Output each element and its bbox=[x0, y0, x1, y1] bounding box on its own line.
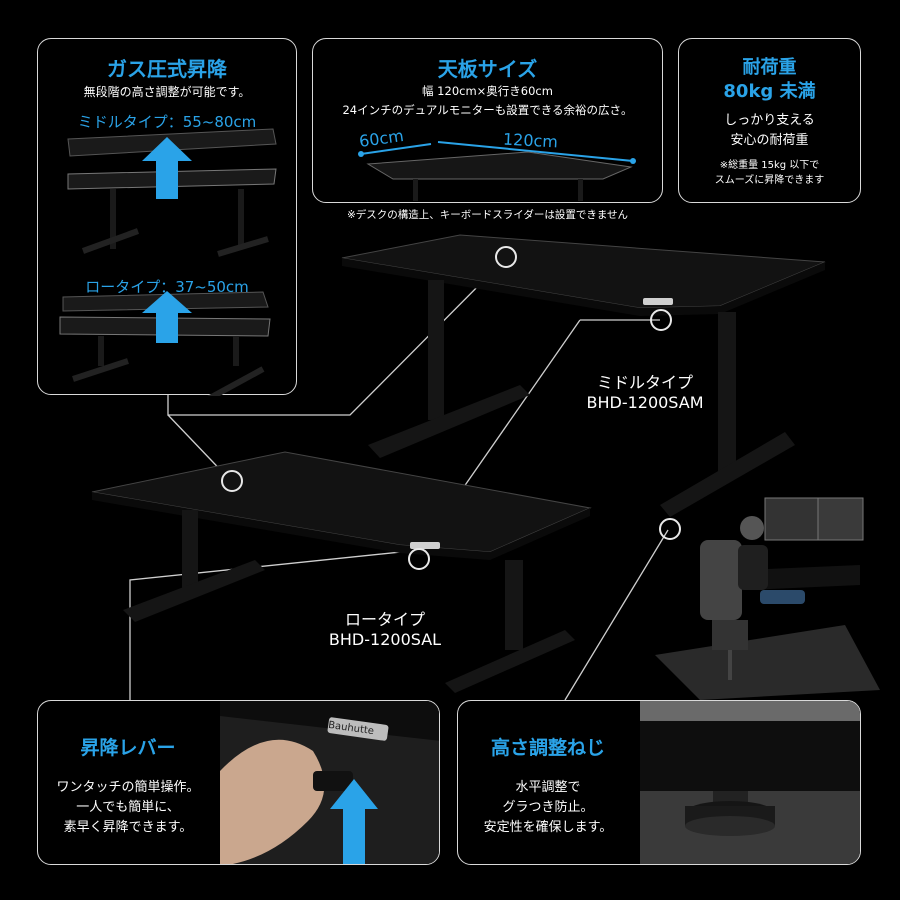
lever-photo bbox=[220, 701, 439, 864]
screw-photo bbox=[640, 701, 860, 864]
middle-range-label: ミドルタイプ：55~80cm bbox=[77, 113, 257, 131]
middle-model-code: BHD-1200SAM bbox=[586, 393, 704, 412]
screw-line-3: 安定性を確保します。 bbox=[483, 820, 613, 835]
load-line-2: 安心の耐荷重 bbox=[730, 133, 809, 148]
screw-line-2: グラつき防止。 bbox=[502, 800, 594, 815]
low-range-label: ロータイプ：37~50cm bbox=[85, 278, 249, 296]
top-size-line1: 幅 120cm×奥行き60cm bbox=[422, 84, 553, 98]
desk-height-illustration bbox=[59, 128, 277, 396]
load-title-2: 80kg 未満 bbox=[723, 81, 816, 102]
callout-ring-middle-lever bbox=[650, 309, 672, 331]
load-panel: 耐荷重 80kg 未満 しっかり支える 安心の耐荷重 ※総重量 15kg 以下で… bbox=[678, 38, 861, 203]
callout-ring-foot bbox=[659, 518, 681, 540]
low-model-name: ロータイプ bbox=[344, 610, 425, 629]
top-size-line2: 24インチのデュアルモニターも設置できる余裕の広さ。 bbox=[342, 103, 633, 117]
low-model-code: BHD-1200SAL bbox=[328, 630, 442, 649]
top-size-illustration bbox=[358, 141, 636, 201]
gas-subtitle: 無段階の高さ調整が可能です。 bbox=[83, 85, 251, 99]
lever-line-3: 素早く昇降できます。 bbox=[63, 820, 193, 835]
callout-ring-low-top bbox=[221, 470, 243, 492]
lever-line-2: 一人でも簡単に、 bbox=[76, 800, 180, 815]
middle-model-name: ミドルタイプ bbox=[596, 373, 693, 392]
lever-panel: 昇降レバー ワンタッチの簡単操作。 一人でも簡単に、 素早く昇降できます。 Ba… bbox=[37, 700, 440, 865]
load-title-1: 耐荷重 bbox=[742, 57, 797, 78]
lever-line-1: ワンタッチの簡単操作。 bbox=[56, 780, 200, 795]
gas-title: ガス圧式昇降 bbox=[107, 57, 227, 81]
slider-note: ※デスクの構造上、キーボードスライダーは設置できません bbox=[346, 209, 629, 221]
lever-title: 昇降レバー bbox=[80, 737, 176, 759]
callout-ring-low-lever bbox=[408, 548, 430, 570]
load-line-1: しっかり支える bbox=[724, 113, 815, 128]
load-note-1: ※総重量 15kg 以下で bbox=[719, 160, 820, 171]
screw-title: 高さ調整ねじ bbox=[490, 737, 605, 759]
screw-line-1: 水平調整で bbox=[515, 780, 581, 795]
gas-lift-panel: ガス圧式昇降 無段階の高さ調整が可能です。 ミドルタイプ：55~80cm ロータ… bbox=[37, 38, 297, 396]
callout-ring-middle-top bbox=[495, 246, 517, 268]
top-size-panel: 天板サイズ 幅 120cm×奥行き60cm 24インチのデュアルモニターも設置で… bbox=[312, 38, 663, 203]
load-note-2: スムーズに昇降できます bbox=[714, 175, 825, 186]
top-title: 天板サイズ bbox=[437, 57, 538, 81]
screw-panel: 高さ調整ねじ 水平調整で グラつき防止。 安定性を確保します。 bbox=[457, 700, 861, 865]
